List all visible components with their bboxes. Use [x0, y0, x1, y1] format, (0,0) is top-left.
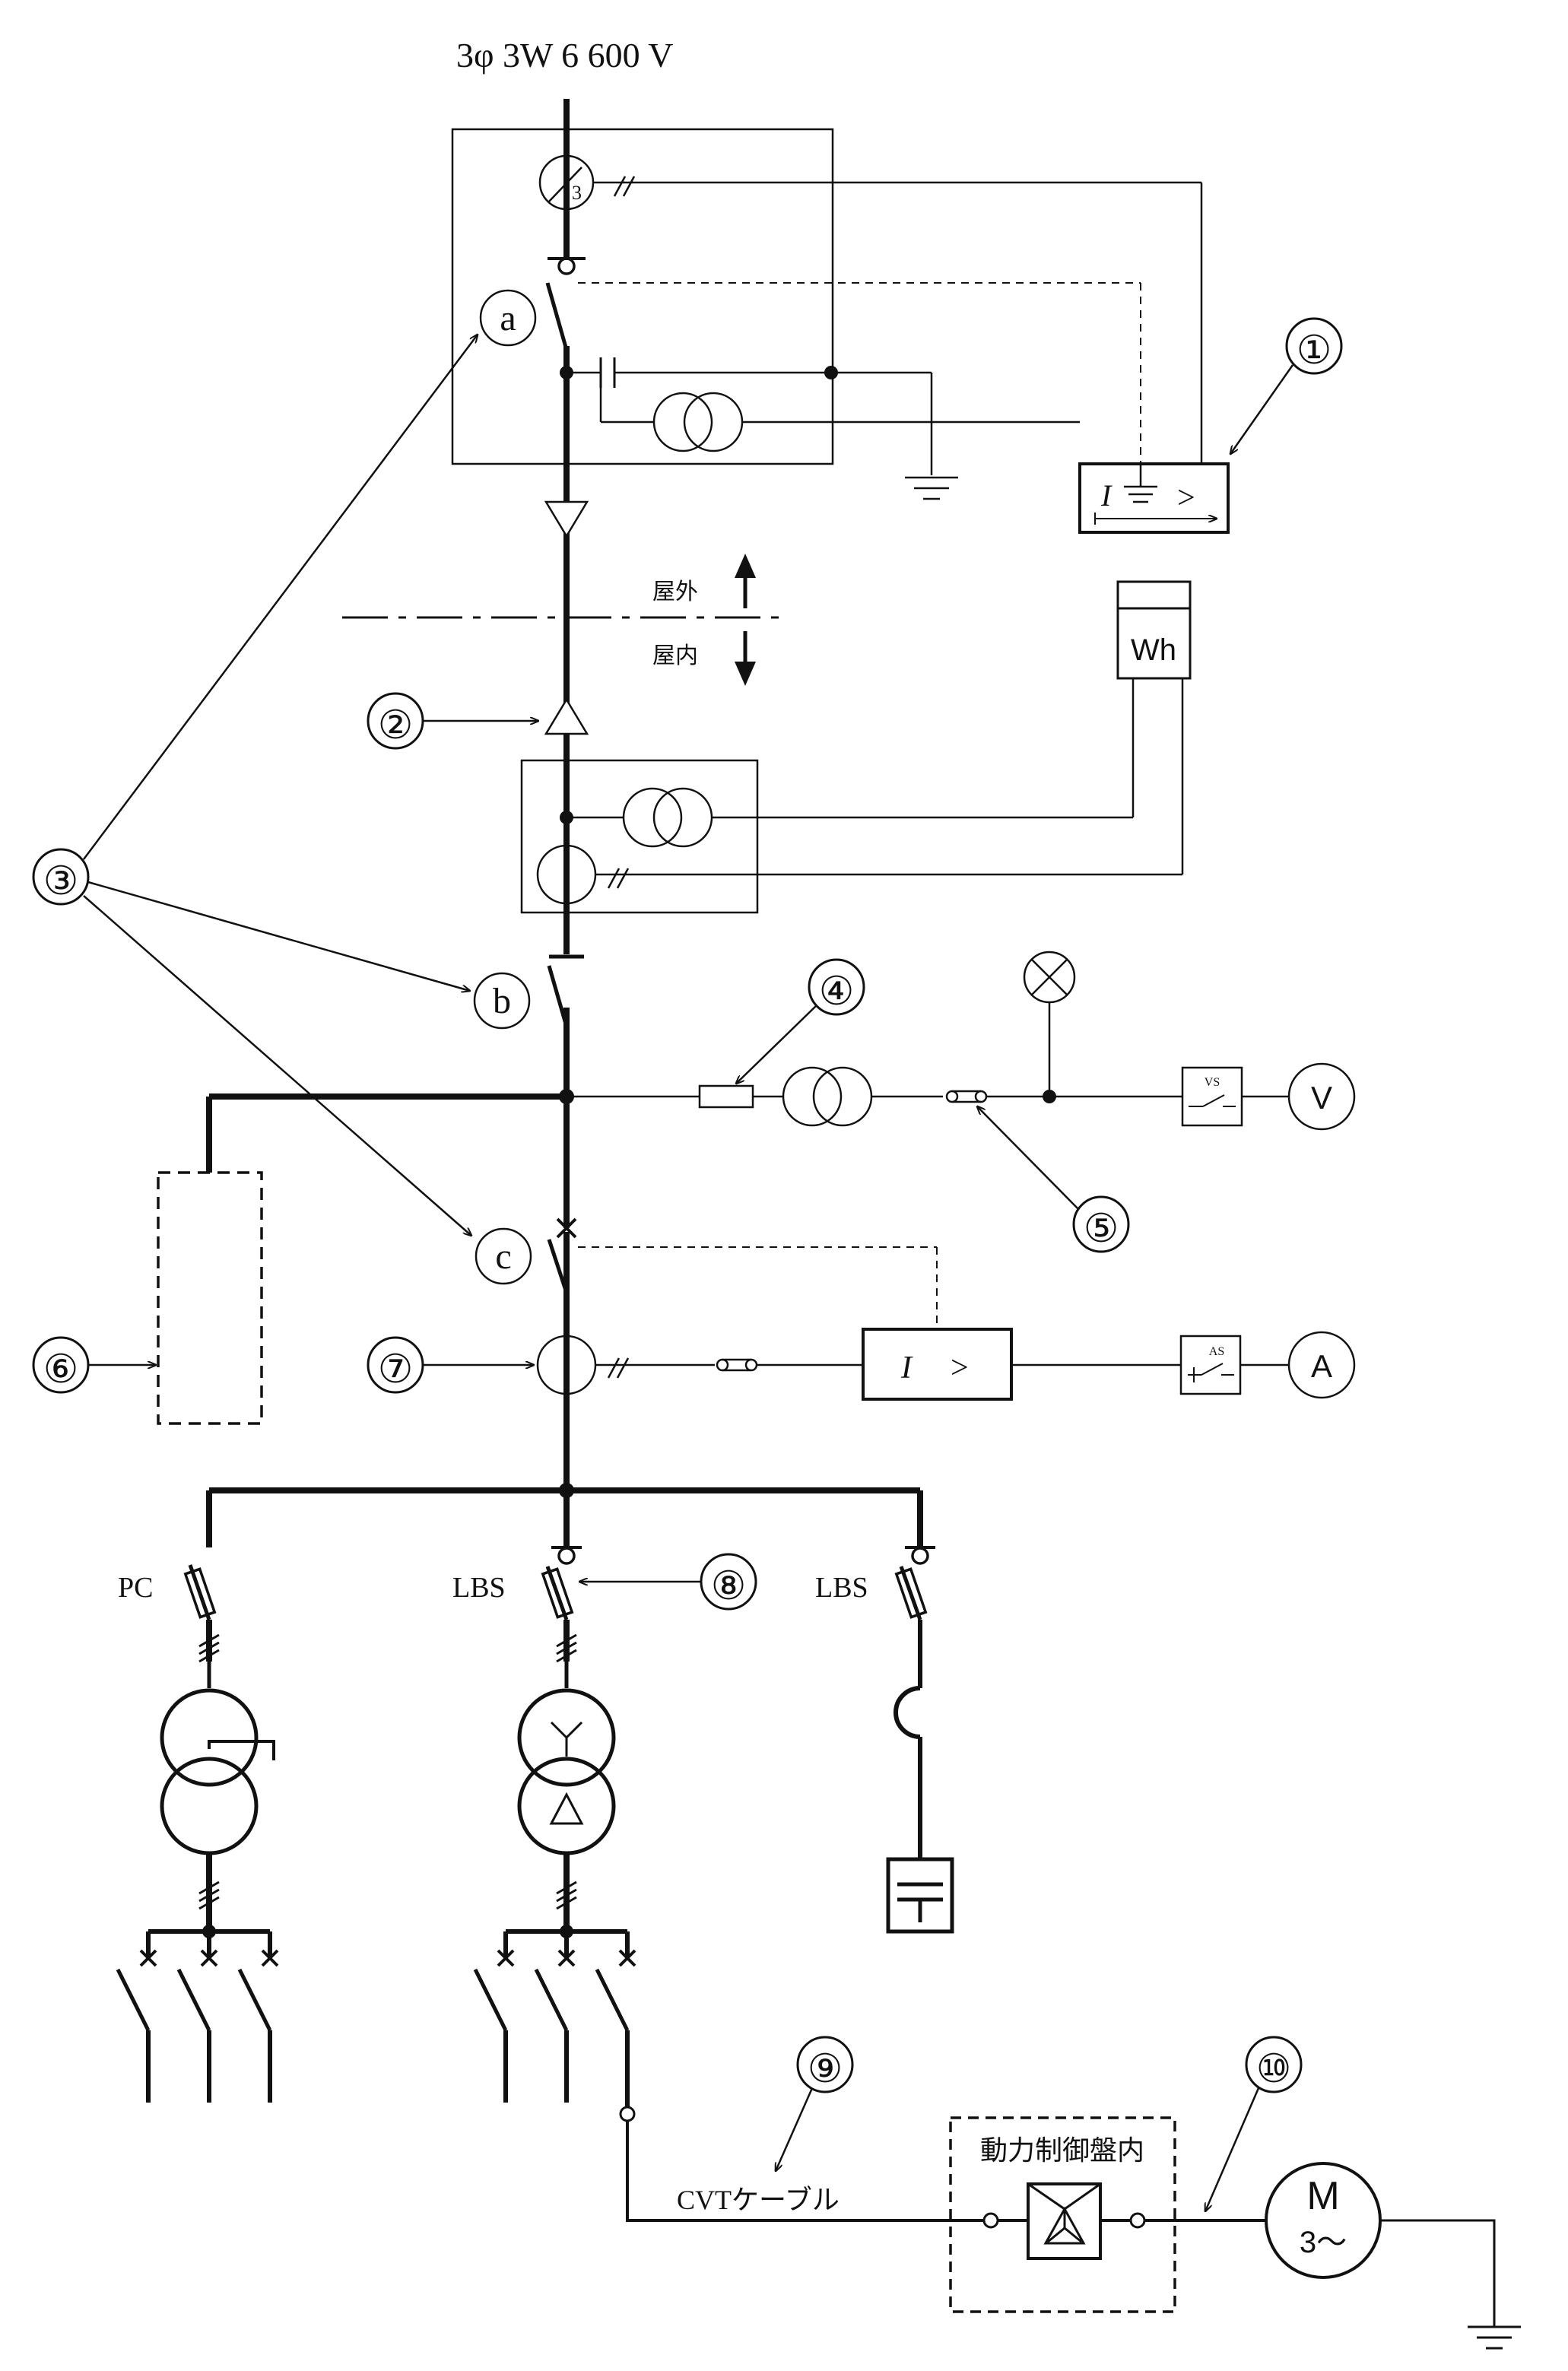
vt-fuse — [698, 1084, 754, 1109]
svg-text:⑤: ⑤ — [1084, 1207, 1119, 1251]
callout-3: ③ — [32, 335, 478, 1236]
outdoor-label: 屋外 — [652, 579, 698, 605]
svg-text:>: > — [1177, 481, 1195, 516]
svg-text:I: I — [900, 1351, 913, 1385]
svg-text:c: c — [495, 1236, 511, 1277]
feeder-lbs2-label: LBS — [815, 1572, 868, 1604]
svg-text:b: b — [493, 981, 511, 1021]
svg-text:①: ① — [1297, 329, 1332, 373]
overcurrent-relay: I > — [862, 1328, 1013, 1401]
svg-text:⑩: ⑩ — [1256, 2047, 1292, 2091]
svg-text:⑦: ⑦ — [378, 1347, 414, 1392]
indoor-label: 屋内 — [652, 643, 698, 668]
capacitor-bank — [886, 1857, 954, 1934]
pilot-lamp-icon — [1023, 951, 1076, 1004]
motor: M 3～ — [1265, 2162, 1382, 2279]
svg-text:②: ② — [378, 703, 414, 747]
svg-text:A: A — [1311, 1348, 1332, 1384]
vt-symbol — [652, 392, 713, 452]
transformer-three-phase — [517, 1662, 616, 1931]
svg-text:3～: 3～ — [1300, 2226, 1347, 2259]
cable-head-outdoor — [544, 500, 589, 538]
svg-text:V: V — [1311, 1080, 1332, 1116]
pas-enclosure — [451, 128, 834, 465]
cvt-cable — [626, 2121, 985, 2222]
spare-equipment-box — [157, 1171, 263, 1425]
svg-text:>: > — [951, 1351, 969, 1385]
callout-6: ⑥ — [32, 1336, 156, 1394]
callout-2: ② — [367, 692, 538, 750]
callout-9: ⑨ — [776, 2036, 854, 2171]
callout-4: ④ — [736, 958, 865, 1084]
svg-text:④: ④ — [819, 970, 855, 1014]
svg-text:⑥: ⑥ — [43, 1347, 79, 1392]
feeder-pc-label: PC — [118, 1572, 153, 1604]
svg-text:M: M — [1306, 2174, 1339, 2218]
svg-text:③: ③ — [43, 859, 79, 903]
power-control-panel — [949, 2116, 1176, 2313]
motor-starter — [1027, 2182, 1102, 2260]
switch-c — [547, 1097, 577, 1293]
down-arrow-icon — [735, 631, 756, 686]
transformer-single-phase — [160, 1662, 275, 1931]
wh-label: Wh — [1131, 633, 1176, 667]
svg-text:AS: AS — [1209, 1345, 1224, 1358]
lbs1-branch-breakers — [473, 1931, 636, 2106]
svg-text:VS: VS — [1205, 1076, 1220, 1089]
reactor-symbol — [894, 1686, 921, 1739]
svg-text:a: a — [500, 298, 516, 338]
callout-1: ① — [1230, 317, 1343, 454]
feeder-lbs1-label: LBS — [452, 1572, 506, 1604]
callout-7: ⑦ — [367, 1336, 534, 1394]
callout-8: ⑧ — [579, 1553, 757, 1611]
zct-symbol: 3 — [538, 154, 1203, 464]
voltmeter: V — [1287, 1062, 1356, 1131]
as-switch: AS — [1179, 1335, 1242, 1395]
pc-branch-breakers — [116, 1931, 279, 2103]
switch-b — [547, 913, 584, 1027]
test-terminal-5 — [945, 1090, 988, 1103]
ground-relay: I > — [1078, 462, 1230, 534]
control-panel-label: 動力制御盤内 — [980, 2135, 1144, 2166]
test-terminal-ct — [716, 1358, 758, 1372]
switch-letter-b: b — [473, 972, 531, 1030]
ground-symbol — [905, 476, 958, 500]
zct-ratio: 3 — [572, 182, 582, 204]
motor-ground-symbol — [1468, 2325, 1521, 2350]
up-arrow-icon — [735, 554, 756, 608]
cvt-cable-label: CVTケーブル — [677, 2185, 840, 2215]
lbs1-switch — [541, 1546, 582, 1662]
vct-box — [520, 759, 759, 914]
switch-letter-a: a — [479, 289, 537, 347]
switch-a — [545, 251, 586, 380]
callout-10: ⑩ — [1205, 2036, 1303, 2211]
switch-letter-c: c — [475, 1227, 532, 1285]
cable-head-indoor — [544, 697, 589, 735]
callout-5: ⑤ — [977, 1106, 1130, 1253]
supply-label: 3φ 3W 6 600 V — [456, 36, 674, 75]
svg-text:⑧: ⑧ — [711, 1564, 747, 1608]
vs-switch: VS — [1181, 1066, 1243, 1127]
ammeter: A — [1287, 1331, 1356, 1399]
lbs2-switch — [894, 1546, 935, 1688]
wh-meter: Wh — [1116, 580, 1192, 680]
svg-text:⑨: ⑨ — [808, 2047, 843, 2091]
svg-text:I: I — [1100, 478, 1113, 513]
